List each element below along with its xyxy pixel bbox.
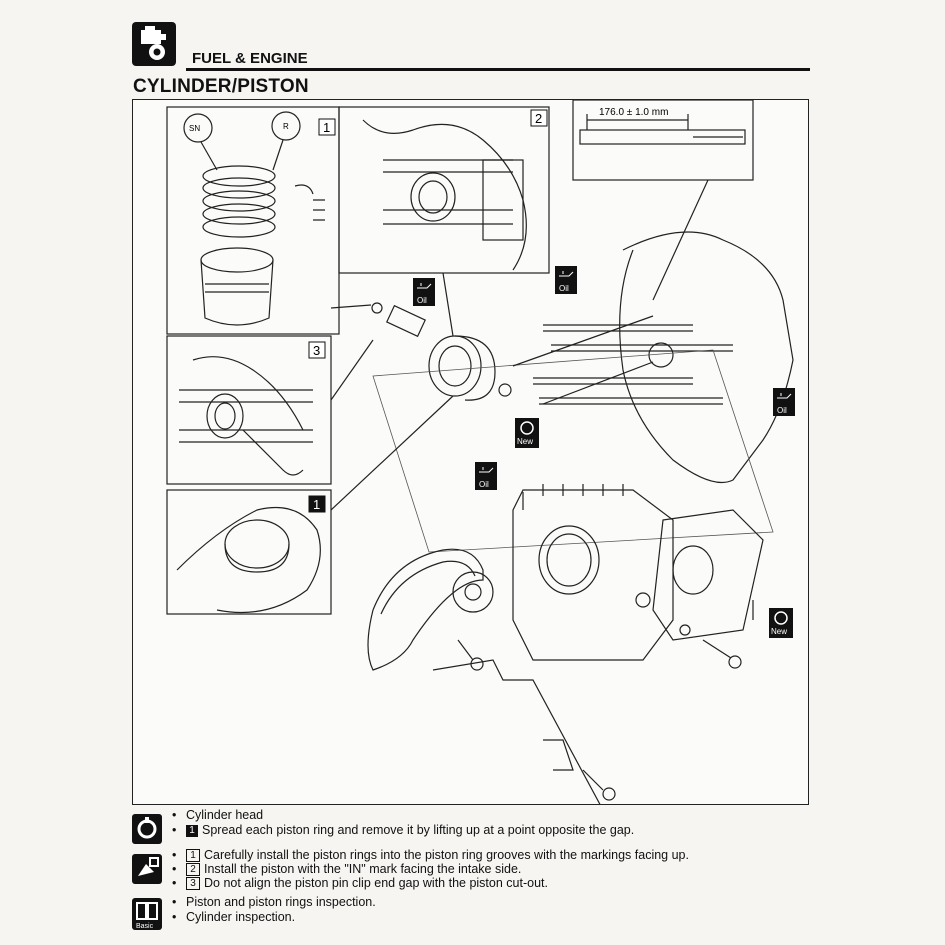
callout-3-label: 3 (313, 343, 320, 358)
callout-2-label: 2 (535, 111, 542, 126)
ring-mark-right-text: R (283, 122, 289, 131)
svg-text:Oil: Oil (559, 284, 569, 293)
ring-mark-zoom-left (183, 113, 213, 143)
svg-text:New: New (517, 437, 533, 446)
section-title: FUEL & ENGINE (192, 50, 308, 67)
removal-note-2-text: Spread each piston ring and remove it by… (202, 823, 635, 837)
install-note-2-text: Install the piston with the "IN" mark fa… (204, 862, 522, 876)
inset-ring-removal (166, 489, 332, 615)
new-part-icon: New (769, 608, 793, 638)
basic-book-icon: Basic (132, 898, 162, 930)
svg-text:Oil: Oil (479, 480, 489, 489)
removal-wrench-icon (132, 814, 162, 844)
step-2-outline-badge: 2 (186, 863, 200, 876)
callout-1-top-label: 1 (323, 120, 330, 135)
ring-mark-left-text: SN (189, 124, 200, 133)
installation-icon (132, 854, 162, 884)
callout-2 (530, 109, 548, 127)
install-note-1-text: Carefully install the piston rings into … (204, 848, 689, 862)
new-part-icon: New (515, 418, 539, 448)
stud-length-dimension: 176.0 ± 1.0 mm (599, 107, 668, 118)
header-rule (186, 68, 810, 71)
callout-1-top (318, 118, 336, 136)
svg-text:Basic: Basic (136, 923, 154, 930)
ring-mark-zoom-right (271, 111, 301, 141)
removal-note-1-text: Cylinder head (186, 808, 264, 822)
callout-3 (308, 341, 326, 359)
svg-text:Oil: Oil (417, 296, 427, 305)
oil-icon: Oil (413, 278, 435, 306)
basic-note-1: •Piston and piston rings inspection. (172, 895, 376, 909)
inset-stud-length (572, 100, 754, 181)
page-title: CYLINDER/PISTON (133, 76, 309, 97)
callout-1-bottom-label: 1 (313, 497, 320, 512)
step-1-outline-badge: 1 (186, 849, 200, 862)
oil-icon: Oil (555, 266, 577, 294)
basic-note-1-text: Piston and piston rings inspection. (186, 895, 376, 909)
basic-note-2: •Cylinder inspection. (172, 910, 296, 924)
removal-note-1: •Cylinder head (172, 808, 264, 822)
basic-note-2-text: Cylinder inspection. (186, 910, 296, 924)
install-note-3-text: Do not align the piston pin clip end gap… (204, 876, 548, 890)
oil-icon: Oil (475, 462, 497, 490)
inset-piston-pin-clip (166, 335, 332, 485)
exploded-diagram: 1 2 3 1 SN R 176.0 ± 1.0 mm Oil (132, 99, 809, 805)
engine-section-icon (132, 22, 176, 66)
svg-text:Oil: Oil (777, 406, 787, 415)
diagram-drawing: 1 2 3 1 SN R 176.0 ± 1.0 mm Oil (166, 100, 795, 804)
svg-text:New: New (771, 627, 787, 636)
oil-icon: Oil (773, 388, 795, 416)
step-3-outline-badge: 3 (186, 877, 200, 890)
step-1-badge: 1 (186, 825, 198, 837)
inset-piston-install (338, 106, 550, 274)
callout-1-bottom (308, 495, 326, 513)
